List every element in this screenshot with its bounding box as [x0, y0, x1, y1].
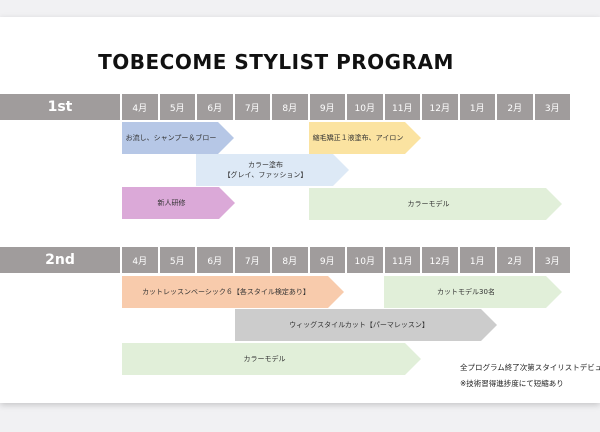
- year-label-2nd: 2nd: [0, 247, 120, 273]
- month-cell: 9月: [309, 94, 345, 120]
- month-cell: 6月: [197, 94, 233, 120]
- timeline-1st: 1st 4月 5月 6月 7月 8月 9月 10月 11月 12月 1月 2月 …: [0, 94, 600, 120]
- debut-note: 全プログラム終了次第スタイリストデビュー: [460, 363, 600, 372]
- month-cell: 1月: [459, 94, 495, 120]
- month-cell: 7月: [234, 247, 270, 273]
- month-cell: 12月: [422, 94, 458, 120]
- month-cell: 5月: [159, 94, 195, 120]
- month-cell: 11月: [384, 94, 420, 120]
- bar-straightening: 縮毛矯正１液塗布、アイロン: [309, 122, 421, 154]
- month-cell: 2月: [497, 94, 533, 120]
- year-label-1st: 1st: [0, 94, 120, 120]
- month-cell: 9月: [309, 247, 345, 273]
- bar-cut-lesson-basic: カットレッスンベーシック６【各スタイル検定あり】: [122, 276, 344, 308]
- month-cell: 8月: [272, 94, 308, 120]
- month-cell: 8月: [272, 247, 308, 273]
- bar-color-model-2nd: カラーモデル: [122, 343, 421, 375]
- month-cell: 3月: [534, 247, 570, 273]
- bar-wig-style-cut: ウィッグスタイルカット【パーマレッスン】: [235, 309, 497, 341]
- month-cell: 7月: [234, 94, 270, 120]
- bar-shampoo-blow: お流し、シャンプー＆ブロー: [122, 122, 234, 154]
- month-cell: 10月: [347, 94, 383, 120]
- month-cell: 3月: [534, 94, 570, 120]
- timeline-2nd: 2nd 4月 5月 6月 7月 8月 9月 10月 11月 12月 1月 2月 …: [0, 247, 600, 273]
- month-cell: 10月: [347, 247, 383, 273]
- month-cell: 11月: [384, 247, 420, 273]
- bar-new-staff-training: 新人研修: [122, 187, 235, 219]
- month-cell: 2月: [497, 247, 533, 273]
- month-cell: 5月: [159, 247, 195, 273]
- page-title: TOBECOME STYLIST PROGRAM: [98, 50, 454, 74]
- bar-color-model-1st: カラーモデル: [309, 188, 562, 220]
- bar-color-application: カラー塗布 【グレイ、ファッション】: [196, 154, 349, 186]
- shorten-note: ※技術習得進捗度にて短縮あり: [460, 379, 564, 388]
- month-cell: 6月: [197, 247, 233, 273]
- month-cell: 1月: [459, 247, 495, 273]
- bar-cut-model: カットモデル30名: [384, 276, 562, 308]
- month-cell: 4月: [122, 94, 158, 120]
- month-cell: 4月: [122, 247, 158, 273]
- month-cell: 12月: [422, 247, 458, 273]
